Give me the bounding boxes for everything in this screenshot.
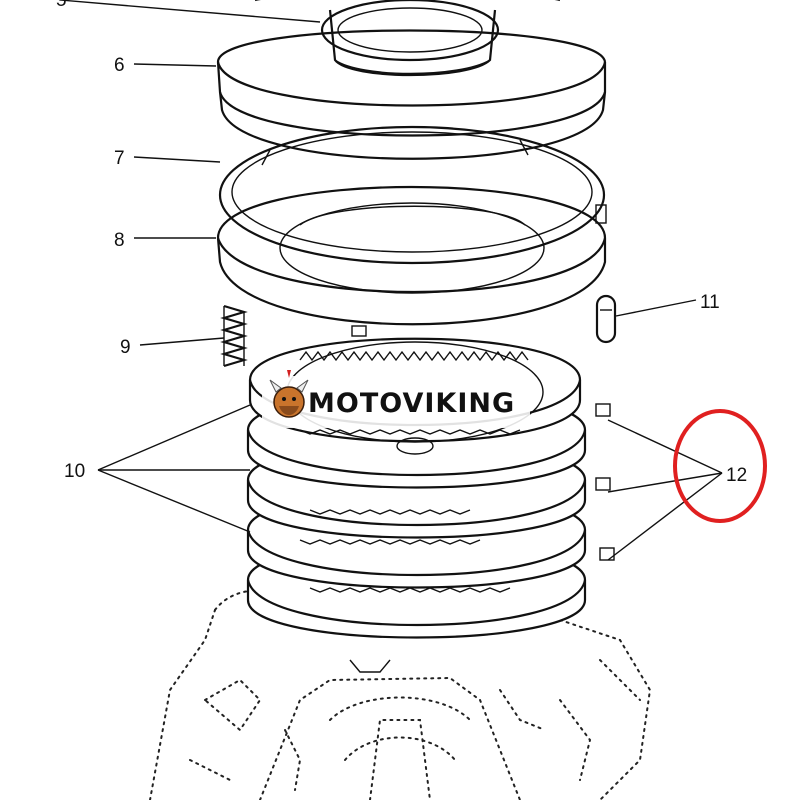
watermark-backdrop — [262, 376, 530, 428]
motoviking-watermark: MOTOVIKING — [262, 370, 530, 428]
part-6-cover-plate — [216, 29, 607, 160]
part-5-bearing-retainer — [255, 0, 560, 77]
callout-8: 8 — [114, 230, 125, 251]
viking-mascot-logo — [269, 370, 309, 418]
callout-5: 5 — [56, 0, 67, 11]
watermark-text: MOTOVIKING — [308, 388, 515, 419]
leader-lines — [58, 0, 723, 561]
callout-6: 6 — [114, 55, 125, 76]
part-9-spring — [220, 304, 248, 368]
callout-10: 10 — [64, 461, 85, 482]
callout-11: 11 — [700, 292, 720, 313]
part-7-snap-ring — [218, 125, 606, 265]
callout-9: 9 — [120, 337, 131, 358]
highlight-circle — [673, 409, 767, 523]
callout-12: 12 — [726, 465, 747, 486]
callout-labels: 5 6 7 8 9 10 11 12 — [56, 0, 747, 486]
part-8-piston-ring — [216, 185, 607, 337]
transmission-housing — [149, 589, 652, 800]
part-11-pin — [595, 294, 617, 344]
clutch-disc-stack — [246, 337, 615, 673]
callout-7: 7 — [114, 148, 125, 169]
